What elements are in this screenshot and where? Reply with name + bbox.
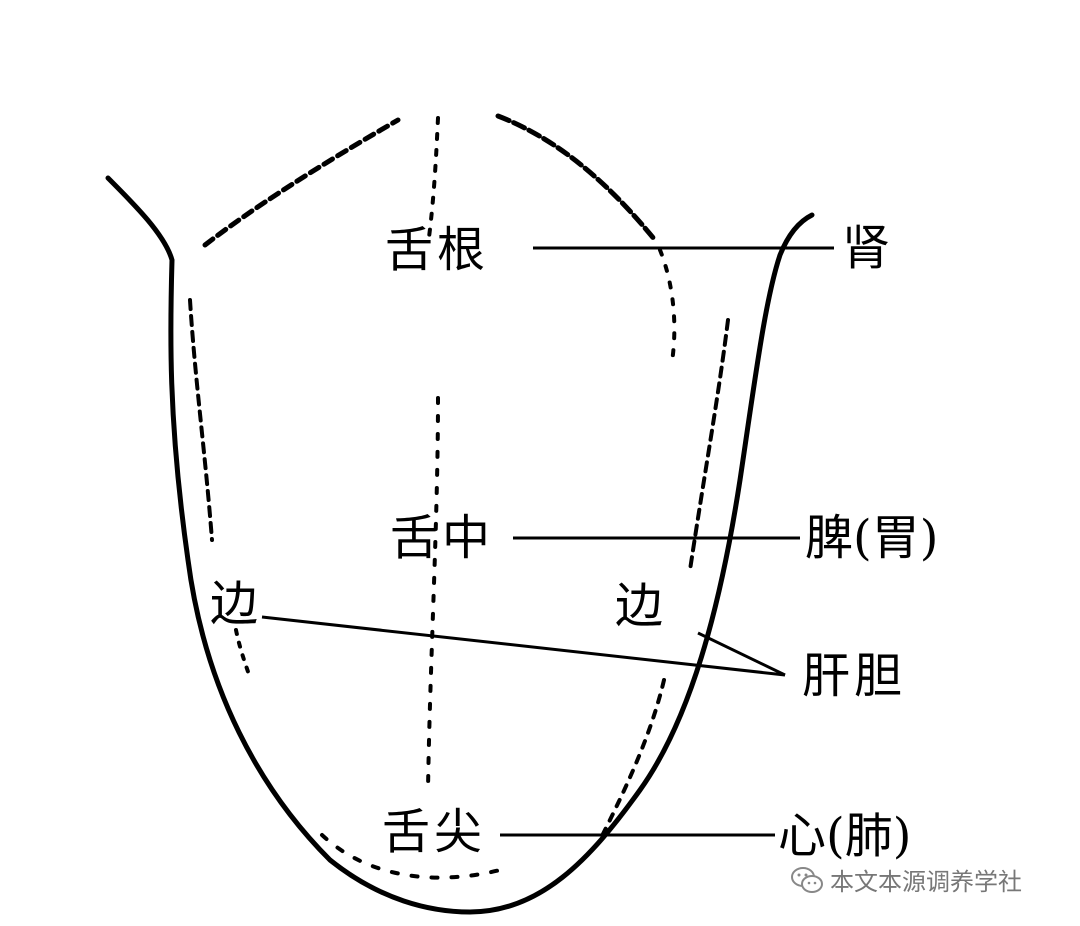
watermark: 本文本源调养学社	[790, 862, 1022, 897]
tongue-outline	[105, 175, 815, 915]
inner-right-lower	[598, 678, 666, 842]
watermark-text: 本文本源调养学社	[830, 868, 1022, 896]
root-arc-right	[495, 113, 658, 243]
label-spleen-stomach: 脾(胃)	[805, 510, 939, 566]
leader-liver-left	[261, 615, 786, 677]
label-edge-left: 边	[210, 576, 263, 632]
inner-left-hatching	[188, 298, 214, 542]
center-line-upper	[426, 116, 440, 247]
center-line-lower	[426, 396, 440, 792]
wechat-icon	[791, 866, 823, 893]
leader-liver-right	[697, 631, 786, 677]
root-arc-left	[202, 117, 401, 248]
label-kidney: 肾	[842, 220, 895, 276]
inner-bottom-hatching	[320, 833, 502, 880]
inner-right-hatching	[688, 318, 730, 572]
label-tongue-center: 舌中	[390, 510, 495, 566]
label-heart-lung: 心(肺)	[778, 808, 912, 864]
label-liver-gallbladder: 肝胆	[802, 648, 907, 704]
root-arc-right-tail	[658, 248, 677, 364]
label-edge-right: 边	[615, 578, 668, 634]
label-tongue-root: 舌根	[385, 222, 490, 278]
label-tongue-tip: 舌尖	[382, 804, 487, 860]
inner-left-lower	[234, 628, 252, 680]
